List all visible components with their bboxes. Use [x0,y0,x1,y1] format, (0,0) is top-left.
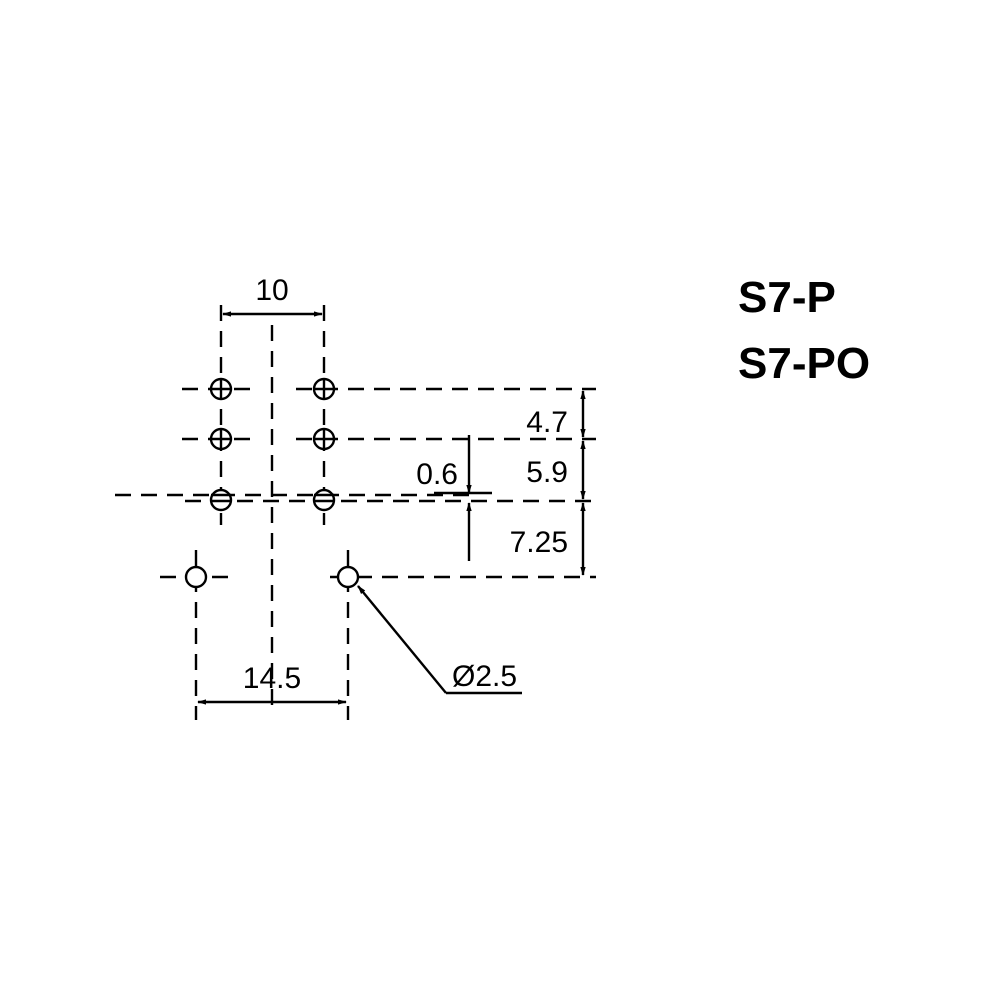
dimension-row-gap-3-label: 7.25 [510,526,568,559]
dimension-offset-label: 0.6 [416,458,458,491]
hole-upper-right-1 [312,377,336,401]
dimension-offset: 0.6 [416,435,492,561]
hole-upper-left-3 [209,488,233,512]
vertical-centerlines [194,305,350,720]
dimension-upper-spacing-label: 10 [255,274,288,307]
pin-holes [184,377,360,589]
hole-upper-left-2 [209,427,233,451]
hole-lower-right [336,565,360,589]
dimension-row-gap-2-label: 5.9 [526,456,568,489]
dimension-lower-spacing: 14.5 [197,662,347,705]
hole-diameter-callout: Ø2.5 [357,585,522,695]
hole-upper-left-1 [209,377,233,401]
dimension-upper-spacing: 10 [222,274,323,317]
dimension-lower-spacing-label: 14.5 [243,662,301,695]
model-title-primary: S7-P [738,273,836,322]
dimension-row-chain: 4.7 5.9 7.25 [510,390,586,576]
hole-upper-right-3 [312,488,336,512]
hole-lower-left [184,565,208,589]
hole-upper-right-2 [312,427,336,451]
dimension-row-gap-1-label: 4.7 [526,406,568,439]
model-title-secondary: S7-PO [738,339,870,388]
hole-diameter-label: Ø2.5 [452,660,517,693]
